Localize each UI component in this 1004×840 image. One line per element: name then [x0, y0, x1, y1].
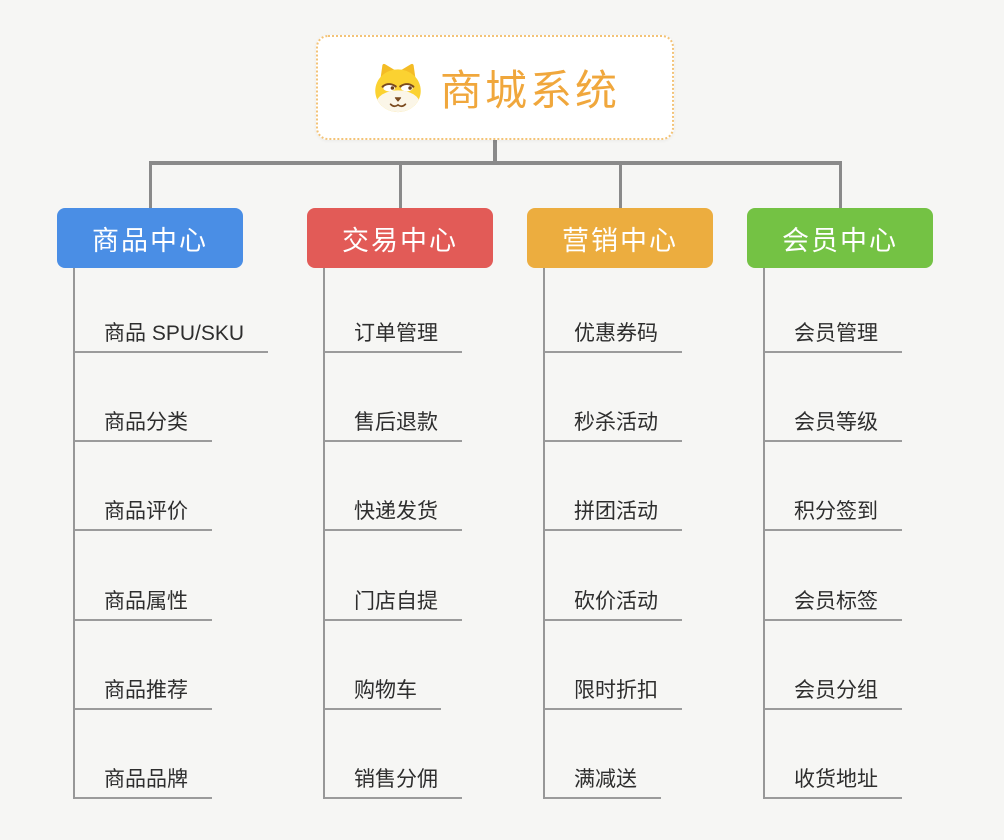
leaf-node[interactable]: 快递发货	[325, 442, 462, 532]
leaf-node[interactable]: 满减送	[545, 710, 661, 799]
leaf-node[interactable]: 商品属性	[75, 531, 212, 621]
branch-header-marketing[interactable]: 营销中心	[527, 208, 713, 268]
leaf-node[interactable]: 限时折扣	[545, 621, 682, 710]
connector-horizontal	[148, 161, 842, 165]
leaf-node[interactable]: 商品推荐	[75, 621, 212, 710]
leaf-node[interactable]: 商品品牌	[75, 710, 212, 799]
leaf-node[interactable]: 优惠券码	[545, 268, 682, 353]
connector-root-drop	[493, 139, 497, 164]
leaf-node[interactable]: 积分签到	[765, 442, 902, 532]
leaf-node[interactable]: 会员分组	[765, 621, 902, 710]
shiba-dog-icon	[375, 63, 421, 112]
branch-items-marketing: 优惠券码 秒杀活动 拼团活动 砍价活动 限时折扣 满减送	[543, 268, 682, 799]
branch-items-members: 会员管理 会员等级 积分签到 会员标签 会员分组 收货地址	[763, 268, 902, 799]
leaf-node[interactable]: 秒杀活动	[545, 353, 682, 443]
leaf-node[interactable]: 会员等级	[765, 353, 902, 443]
leaf-node[interactable]: 砍价活动	[545, 531, 682, 621]
branch-header-products[interactable]: 商品中心	[57, 208, 243, 268]
leaf-node[interactable]: 收货地址	[765, 710, 902, 799]
connector-drop-branch-2	[398, 163, 402, 209]
leaf-node[interactable]: 会员标签	[765, 531, 902, 621]
connector-drop-branch-3	[618, 163, 622, 209]
leaf-node[interactable]: 拼团活动	[545, 442, 682, 532]
leaf-node[interactable]: 会员管理	[765, 268, 902, 353]
leaf-node[interactable]: 商品评价	[75, 442, 212, 532]
leaf-node[interactable]: 售后退款	[325, 353, 462, 443]
branch-header-trade[interactable]: 交易中心	[307, 208, 493, 268]
leaf-node[interactable]: 订单管理	[325, 268, 462, 353]
root-title: 商城系统	[439, 67, 620, 114]
connector-drop-branch-1	[148, 163, 152, 209]
leaf-node[interactable]: 销售分佣	[325, 710, 462, 799]
branch-header-members[interactable]: 会员中心	[747, 208, 933, 268]
leaf-node[interactable]: 购物车	[325, 621, 441, 710]
connector-drop-branch-4	[838, 163, 842, 209]
branch-items-trade: 订单管理 售后退款 快递发货 门店自提 购物车 销售分佣	[323, 268, 462, 799]
leaf-node[interactable]: 商品 SPU/SKU	[75, 268, 269, 353]
leaf-node[interactable]: 门店自提	[325, 531, 462, 621]
branch-items-products: 商品 SPU/SKU 商品分类 商品评价 商品属性 商品推荐 商品品牌	[73, 268, 269, 799]
root-node[interactable]: 商城系统	[316, 35, 674, 140]
leaf-node[interactable]: 商品分类	[75, 353, 212, 443]
